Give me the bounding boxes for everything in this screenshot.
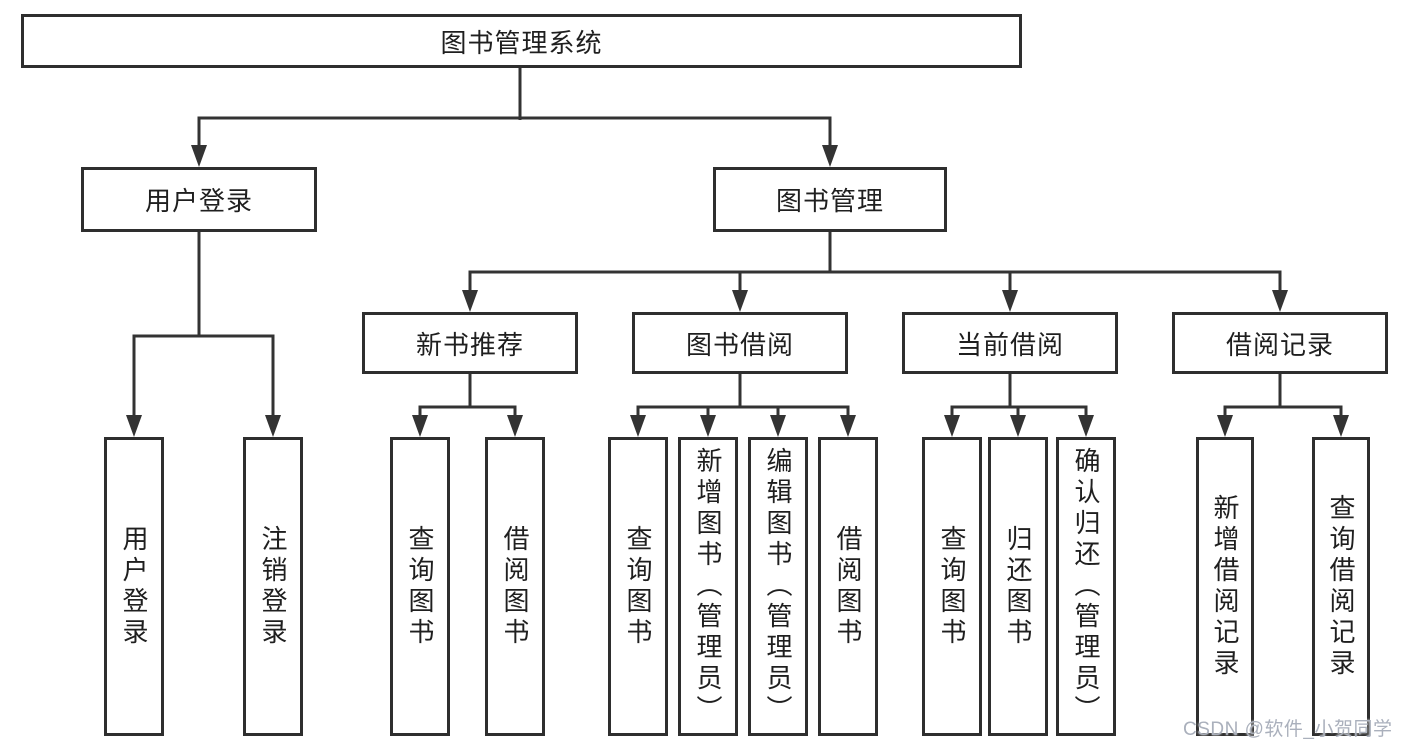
node-leaf-query-borrow-record-label: 查询借阅记录 [1326,493,1356,680]
connector-lines [132,68,1343,419]
node-book-borrow: 图书借阅 [632,312,848,374]
node-leaf-confirm-return-admin: 确认归还（管理员） [1056,437,1116,736]
node-leaf-query-books-recommend-label: 查询图书 [405,524,435,649]
connector-arrowheads [126,145,1349,437]
node-leaf-user-login: 用户登录 [104,437,164,736]
node-leaf-query-books-recommend: 查询图书 [390,437,450,736]
node-user-login-label: 用户登录 [144,186,253,216]
node-leaf-query-books-current: 查询图书 [922,437,982,736]
node-leaf-query-books-current-label: 查询图书 [937,524,967,649]
node-book-management-label: 图书管理 [775,186,884,216]
node-leaf-borrow-books-recommend-label: 借阅图书 [500,524,530,649]
node-leaf-edit-book-admin-label: 编辑图书（管理员） [763,447,793,726]
node-current-borrow-label: 当前借阅 [955,329,1064,360]
node-leaf-borrow-books-recommend: 借阅图书 [485,437,545,736]
node-new-book-recommend: 新书推荐 [362,312,578,374]
node-leaf-return-books: 归还图书 [988,437,1048,736]
node-leaf-edit-book-admin: 编辑图书（管理员） [748,437,808,736]
node-leaf-add-borrow-record-label: 新增借阅记录 [1210,493,1240,680]
node-new-book-recommend-label: 新书推荐 [415,329,524,360]
node-book-management: 图书管理 [713,167,947,232]
node-leaf-return-books-label: 归还图书 [1003,524,1033,649]
node-root: 图书管理系统 [21,14,1022,68]
node-root-label: 图书管理系统 [440,27,603,58]
node-leaf-logout-label: 注销登录 [258,524,288,649]
node-borrow-records-label: 借阅记录 [1225,329,1334,360]
node-leaf-query-books-borrow-label: 查询图书 [623,524,653,649]
node-book-borrow-label: 图书借阅 [685,329,794,360]
node-leaf-user-login-label: 用户登录 [119,524,149,649]
node-leaf-confirm-return-admin-label: 确认归还（管理员） [1071,447,1101,726]
node-leaf-logout: 注销登录 [243,437,303,736]
node-leaf-borrow-books-borrow: 借阅图书 [818,437,878,736]
node-leaf-query-books-borrow: 查询图书 [608,437,668,736]
node-borrow-records: 借阅记录 [1172,312,1388,374]
node-leaf-borrow-books-borrow-label: 借阅图书 [833,524,863,649]
node-leaf-query-borrow-record: 查询借阅记录 [1312,437,1370,736]
node-leaf-add-borrow-record: 新增借阅记录 [1196,437,1254,736]
node-user-login: 用户登录 [81,167,317,232]
node-leaf-add-book-admin-label: 新增图书（管理员） [693,447,723,726]
node-leaf-add-book-admin: 新增图书（管理员） [678,437,738,736]
watermark: CSDN @软件_小贺同学 [1183,719,1393,740]
node-current-borrow: 当前借阅 [902,312,1118,374]
